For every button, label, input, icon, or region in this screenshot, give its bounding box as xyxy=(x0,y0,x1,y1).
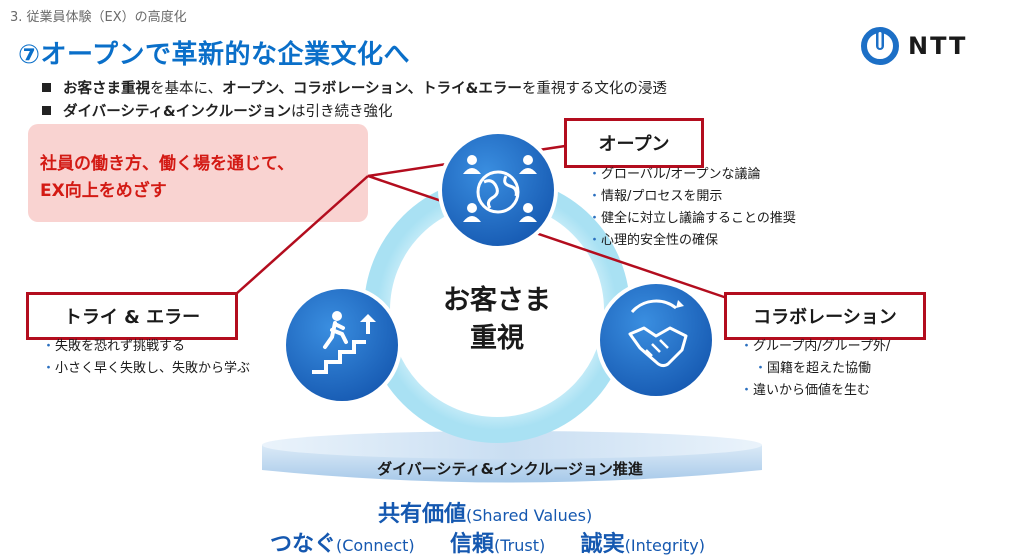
center-label: お客さま 重視 xyxy=(443,285,551,354)
list-item: グループ内/グループ外/ xyxy=(740,336,890,358)
shared-values: 共有価値(Shared Values) xyxy=(378,502,593,527)
open-points: グローバル/オープンな議論 情報/プロセスを開示 健全に対立し議論することの推奨… xyxy=(588,164,796,252)
ntt-logo: NTT xyxy=(860,26,967,66)
list-item-continued: 国籍を超えた協働 xyxy=(740,358,890,380)
bullet-list: お客さま重視を基本に、オープン、コラボレーション、トライ&エラーを重視する文化の… xyxy=(42,78,667,124)
list-item: 失敗を恐れず挑戦する xyxy=(42,336,250,358)
list-item: 情報/プロセスを開示 xyxy=(588,186,796,208)
trial-label: トライ & エラー xyxy=(26,292,238,340)
list-item: 違いから価値を生む xyxy=(740,380,890,402)
goal-text: 社員の働き方、働く場を通じて、 EX向上をめざす xyxy=(40,154,295,201)
open-label: オープン xyxy=(564,118,704,168)
logo-text: NTT xyxy=(908,32,968,60)
section-title: 3. 従業員体験（EX）の高度化 xyxy=(10,10,187,25)
goal-box xyxy=(28,124,368,222)
bullet-item: ダイバーシティ&インクルージョンは引き続き強化 xyxy=(42,101,667,124)
globe-people-icon xyxy=(438,130,558,250)
value-connect: つなぐ(Connect) xyxy=(270,532,415,557)
trial-points: 失敗を恐れず挑戦する 小さく早く失敗し、失敗から学ぶ xyxy=(42,336,250,380)
list-item: 小さく早く失敗し、失敗から学ぶ xyxy=(42,358,250,380)
value-integrity: 誠実(Integrity) xyxy=(580,532,705,557)
collaboration-label: コラボレーション xyxy=(724,292,926,340)
stairs-climber-icon xyxy=(282,285,402,405)
diversity-plate xyxy=(262,431,762,483)
list-item: グローバル/オープンな議論 xyxy=(588,164,796,186)
diversity-label: ダイバーシティ&インクルージョン推進 xyxy=(377,460,643,478)
page-title: ⑦オープンで革新的な企業文化へ xyxy=(18,40,410,70)
handshake-icon xyxy=(596,280,716,400)
list-item: 健全に対立し議論することの推奨 xyxy=(588,208,796,230)
value-trust: 信頼(Trust) xyxy=(450,532,546,557)
list-item: 心理的安全性の確保 xyxy=(588,230,796,252)
ntt-logo-icon xyxy=(861,27,899,65)
collaboration-points: グループ内/グループ外/ 国籍を超えた協働 違いから価値を生む xyxy=(740,336,890,402)
bullet-item: お客さま重視を基本に、オープン、コラボレーション、トライ&エラーを重視する文化の… xyxy=(42,78,667,101)
core-values: つなぐ(Connect) 信頼(Trust) 誠実(Integrity) xyxy=(270,526,705,558)
